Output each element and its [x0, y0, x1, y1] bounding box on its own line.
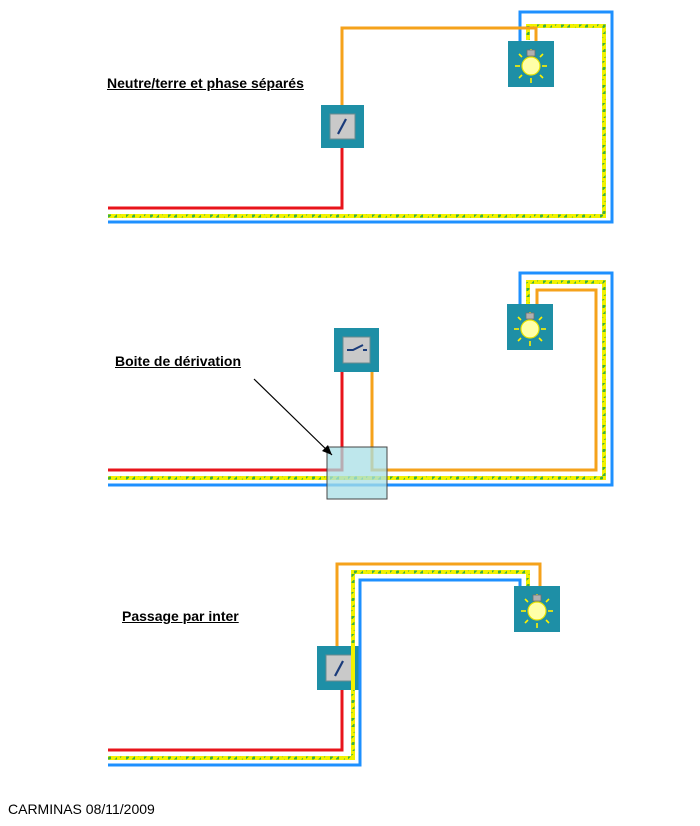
section1-switch	[321, 105, 364, 148]
section3-phase-wire	[108, 680, 344, 752]
light-bulb-icon	[521, 594, 553, 628]
section2-lamp	[507, 304, 553, 350]
section1-lamp	[508, 41, 554, 87]
switch-lever-icon	[337, 118, 347, 135]
section1-neutral-wire	[108, 10, 614, 224]
switch-lever-icon	[334, 660, 344, 677]
section3-lamp	[514, 586, 560, 632]
section3-title: Passage par inter	[122, 608, 239, 624]
section1-return-wire	[340, 26, 538, 112]
switch-lever-icon	[347, 344, 364, 351]
section1-title: Neutre/terre et phase séparés	[107, 75, 304, 91]
footer-credit: CARMINAS 08/11/2009	[8, 801, 155, 817]
section3-neutral-wire	[108, 578, 522, 767]
section2-wiring	[108, 271, 614, 500]
section1-phase-wire	[108, 138, 344, 210]
section1-wiring	[108, 10, 614, 224]
section2-title: Boite de dérivation	[115, 353, 242, 369]
section2-neutral-wire	[108, 271, 614, 487]
light-bulb-icon	[514, 312, 546, 346]
section2-return-wire	[370, 288, 598, 472]
section3-return-wire	[335, 562, 542, 658]
light-bulb-icon	[515, 49, 547, 83]
section3-switch	[317, 646, 362, 690]
junction-box	[326, 446, 388, 500]
section2-switch	[334, 328, 379, 372]
pointer-arrow	[253, 378, 333, 456]
section3-wiring	[108, 562, 560, 767]
